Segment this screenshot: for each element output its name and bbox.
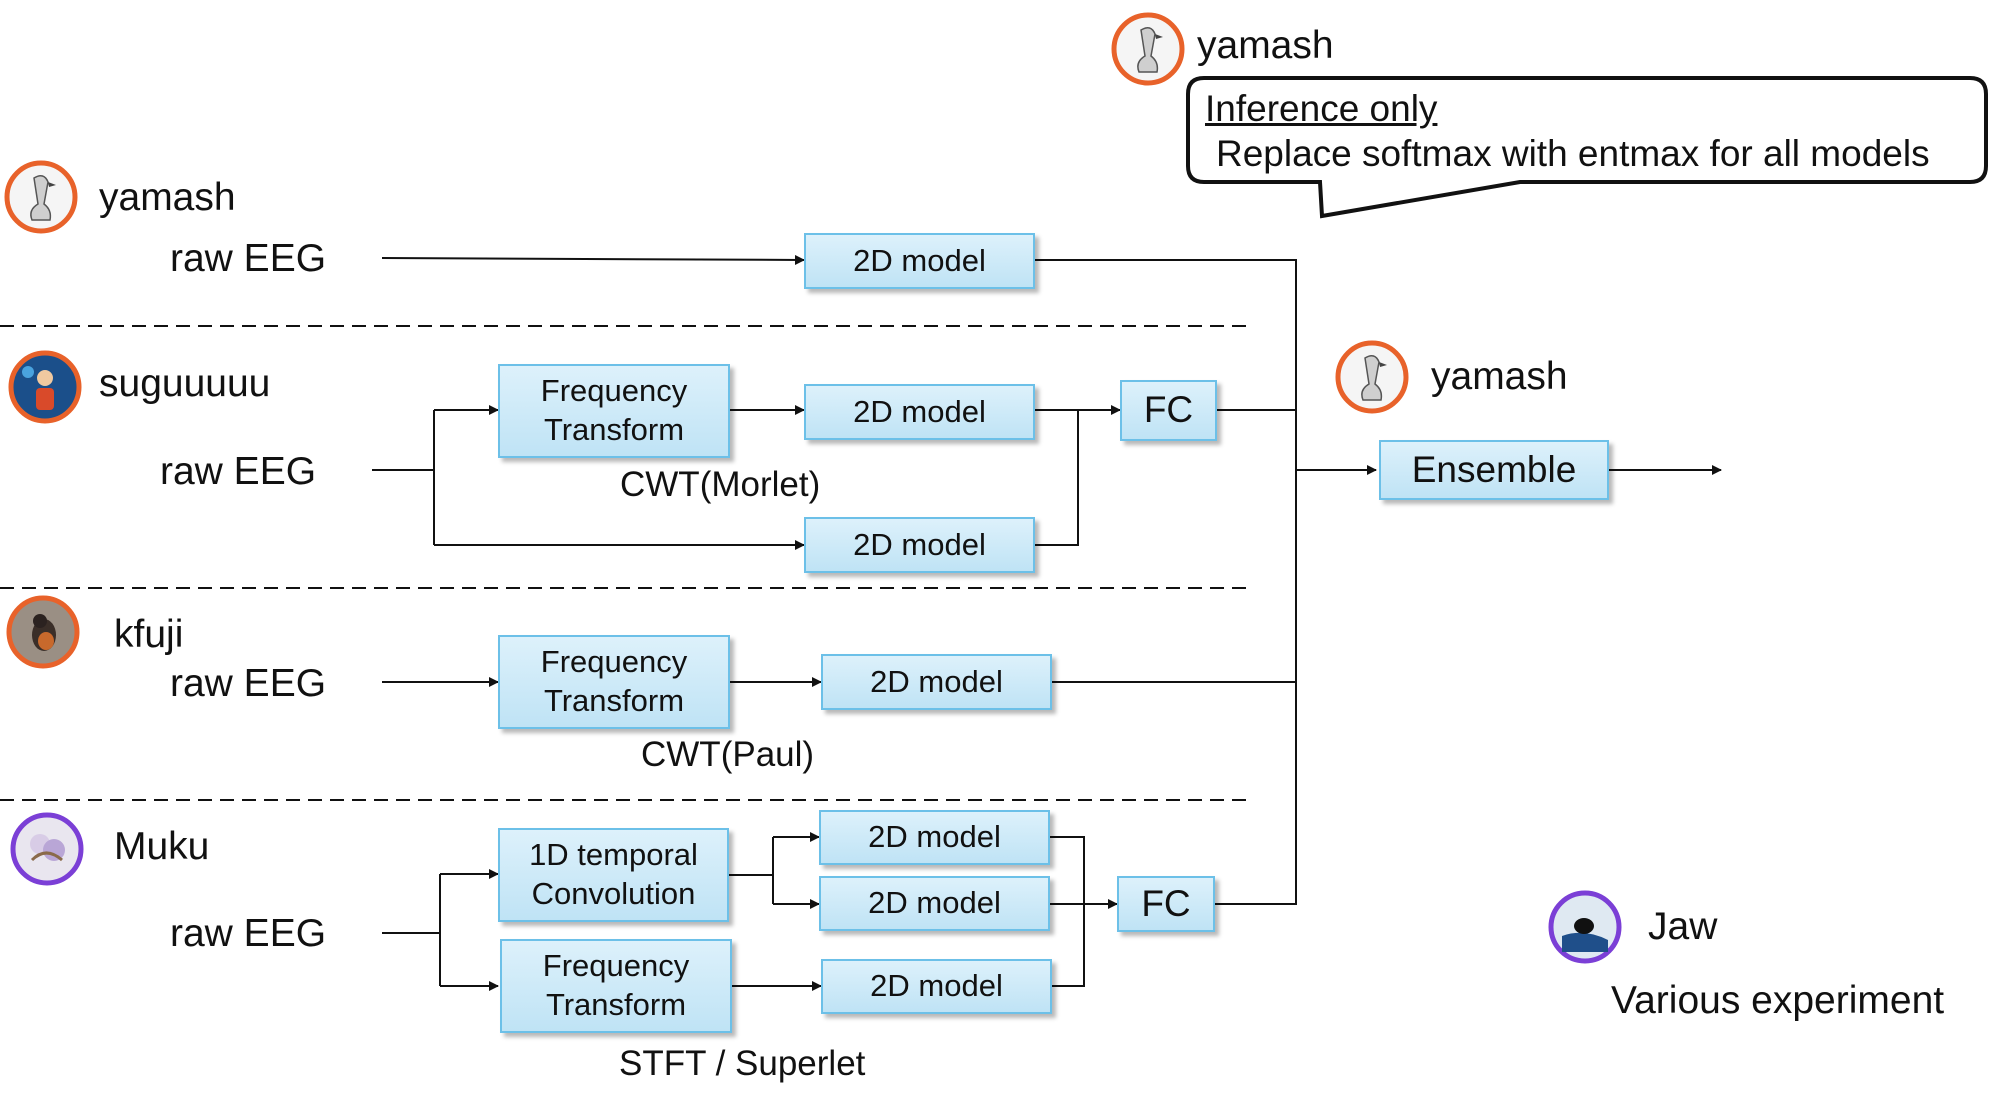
extra-note: Various experiment — [1611, 979, 1945, 1022]
goose-avatar-icon — [1111, 12, 1185, 86]
pipeline-4-frequency-transform: Frequency Transform — [500, 939, 732, 1033]
pipeline-1-input: raw EEG — [170, 237, 327, 280]
pipeline-4-fc: FC — [1117, 876, 1215, 932]
pipeline-3-frequency-transform: Frequency Transform — [498, 635, 730, 729]
ensemble-box: Ensemble — [1379, 440, 1609, 500]
pipeline-2-author: suguuuuu — [99, 362, 271, 405]
pipeline-1-author: yamash — [99, 176, 236, 219]
person-avatar-icon — [8, 350, 82, 424]
pipeline-2-frequency-transform: Frequency Transform — [498, 364, 730, 458]
flower-avatar-icon — [10, 812, 84, 886]
pipeline-2-fc: FC — [1120, 380, 1217, 441]
fish-avatar-icon — [1548, 890, 1622, 964]
pipeline-3-2d-model: 2D model — [821, 654, 1052, 710]
bird-avatar-icon — [6, 595, 80, 669]
goose-avatar-icon — [1335, 340, 1409, 414]
pipeline-4-1d-temporal-convolution: 1D temporal Convolution — [498, 828, 729, 922]
pipeline-4-input: raw EEG — [170, 912, 327, 955]
pipeline-3-input: raw EEG — [170, 662, 327, 705]
pipeline-4-2d-model-b: 2D model — [819, 876, 1050, 931]
callout-author: yamash — [1197, 24, 1334, 67]
pipeline-2-2d-model-a: 2D model — [804, 384, 1035, 440]
pipeline-1-2d-model: 2D model — [804, 233, 1035, 289]
speech-bubble — [1186, 76, 1988, 219]
pipeline-2-input: raw EEG — [160, 450, 317, 493]
ensemble-author: yamash — [1431, 355, 1568, 398]
goose-avatar-icon — [4, 160, 78, 234]
pipeline-3-author: kfuji — [114, 613, 184, 656]
pipeline-4-2d-model-a: 2D model — [819, 810, 1050, 865]
pipeline-3-transform-caption: CWT(Paul) — [641, 735, 815, 774]
pipeline-2-2d-model-b: 2D model — [804, 517, 1035, 573]
pipeline-4-2d-model-c: 2D model — [821, 959, 1052, 1014]
extra-author: Jaw — [1648, 905, 1718, 948]
callout-text: Replace softmax with entmax for all mode… — [1216, 133, 1930, 174]
pipeline-4-transform-caption: STFT / Superlet — [619, 1044, 866, 1083]
pipeline-4-author: Muku — [114, 825, 210, 868]
callout-title: Inference only — [1205, 88, 1438, 129]
pipeline-2-transform-caption: CWT(Morlet) — [620, 465, 821, 504]
